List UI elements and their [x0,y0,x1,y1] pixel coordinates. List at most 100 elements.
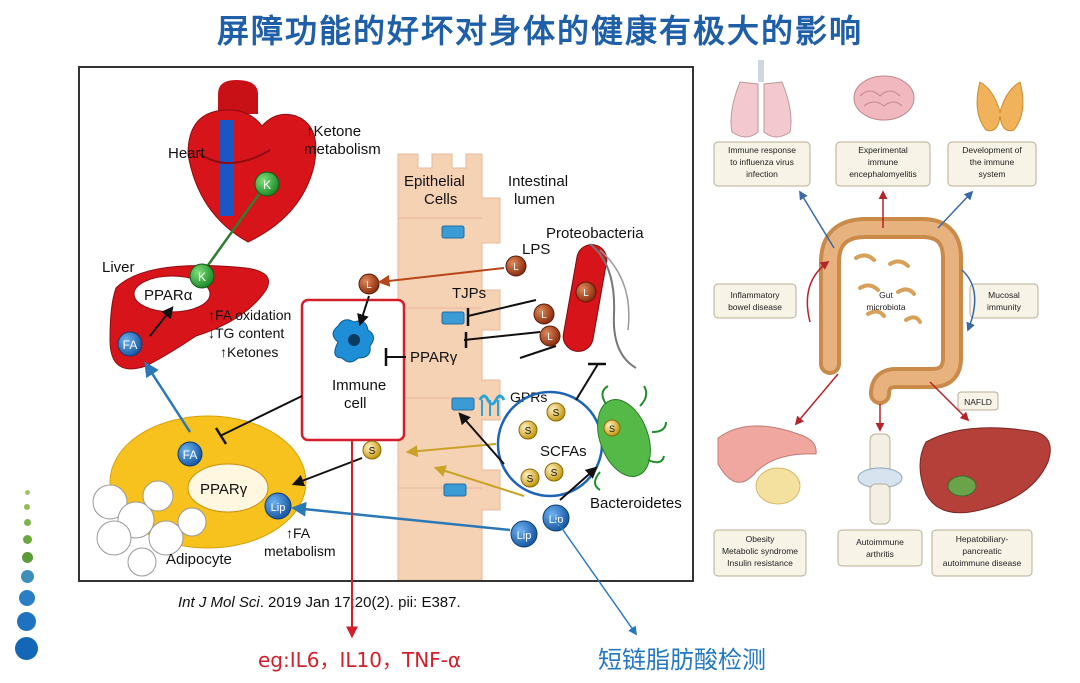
left-diagram-panel: Epithelial Cells Intestinal lumen Heart … [78,66,694,582]
lps-ball-4-label: L [583,288,589,299]
ppar-alpha-liver: PPARα [144,287,193,304]
scfa-ball-1 [546,402,566,422]
lps-inhibit-tjp-line [467,299,537,317]
lps-ball-top-label: L [366,280,372,291]
lumen-label-1: Intestinal [508,173,568,190]
scfa-to-adipocyte-arrow [291,457,363,487]
decor-dot-8 [17,612,36,631]
decor-dot-6 [21,570,34,583]
fa-ball-adipocyte-label: FA [183,448,198,462]
tight-junction-3 [451,397,475,411]
arrow-to-influenza [799,190,835,249]
lps-inhibit-ppar-line-2 [519,345,557,359]
liver-small-illustration [919,427,1051,514]
arthritis-box [837,529,923,567]
scfa-ball-4-label: S [551,468,558,479]
influenza-line-2: to influenza virus [730,157,794,167]
immune-cell-icon [332,319,374,363]
encephalo-line-2: immune [868,157,899,167]
nafld-box [957,391,999,411]
joint-illustration [857,433,903,525]
gut-microbiota-organ-diagram: Immune response to influenza virus infec… [713,60,1051,577]
liver-illustration [109,265,269,370]
ppar-gamma-epithelium: PPARγ [410,349,458,366]
lip-to-adipocyte-arrow [291,501,511,532]
colon-illustration [819,217,963,405]
liver-effect-2: ↓TG content [208,325,284,341]
gut-immune-diagram: Epithelial Cells Intestinal lumen Heart … [92,80,682,580]
arthritis-line-1: Autoimmune [856,537,904,547]
immune-dev-line-1: Development of [962,145,1022,155]
epithelial-label-1: Epithelial [404,173,465,190]
arrow-to-immune-dev [937,190,974,229]
cytokine-caption: eg:IL6，IL10，TNF-α [258,648,462,672]
immune-inhibit-adipocyte-bar [214,427,228,445]
tight-junction-1 [441,225,465,239]
mucosal-loop-arrow [961,269,976,332]
gut-line-2: microbiota [866,302,905,312]
bacteroidetes-to-scfa-arrow [559,466,598,501]
adipocyte-to-liver-arrow [144,361,192,433]
hepato-line-1: Hepatobiliary- [956,534,1009,544]
arrow-to-liver [929,381,970,422]
tight-junction-2 [441,311,465,325]
influenza-line-3: infection [746,169,778,179]
lps-ball-1 [505,255,527,277]
scfa-ball-bacteria-label: S [609,424,615,434]
decor-dot-1 [25,490,30,495]
epithelial-label-2: Cells [424,191,457,208]
immune-inhibit-adipocyte [219,395,303,437]
scfa-ball-1-label: S [553,408,560,419]
gpr-receptor [478,394,506,416]
influenza-line-1: Immune response [728,145,796,155]
immune-label-2: cell [344,395,367,412]
proteobacteria-illustration [562,243,637,369]
ketone-label-1: ↑Ketone [306,123,361,140]
immune-development-box [947,141,1037,187]
immune-dev-line-3: system [979,169,1006,179]
ketone-ball-heart-label: K [263,178,271,192]
fa-ball-liver-label: FA [123,338,138,352]
immune-label-1: Immune [332,377,386,394]
fa-ball-adipocyte [177,441,203,467]
lps-label: LPS [522,241,550,258]
liver-effect-1: ↑FA oxidation [208,307,291,323]
ibd-loop-arrow [806,260,830,323]
arthritis-line-2: arthritis [866,549,894,559]
bacteroidetes-illustration [594,385,667,491]
lip-ball-adipocyte-label: Lip [271,502,286,514]
scfa-ball-3-label: S [527,474,534,485]
heart-label: Heart [168,145,206,162]
tight-junction-4 [443,483,467,497]
gut-line-1: Gut [879,290,893,300]
liver-label: Liver [102,259,135,276]
heart-illustration [187,80,317,243]
hepato-line-3: autoimmune disease [943,558,1022,568]
fa-ball-liver [117,331,143,357]
lps-ball-2-label: L [541,310,547,321]
lps-ball-3-label: L [547,332,553,343]
obesity-line-3: Insulin resistance [727,558,793,568]
tjps-label: TJPs [452,285,486,302]
fa-metabolism-label-2: metabolism [264,543,336,559]
decor-dot-5 [22,552,33,563]
hepatobiliary-box [931,529,1033,577]
decor-dot-4 [23,535,32,544]
encephalo-box [835,141,931,187]
scfa-ball-bacteria [603,419,621,437]
lungs-illustration [730,60,792,138]
liver-effect-3: ↑Ketones [220,344,278,360]
ibd-box [713,283,797,319]
lip-ball-1-label: Lip [549,514,564,526]
scfa-ball-3 [520,468,540,488]
citation-journal: Int J Mol Sci [178,594,260,611]
lps-ball-4 [575,281,597,303]
lumen-label-2: lumen [514,191,555,208]
bacteroidetes-label: Bacteroidetes [590,495,682,512]
fa-to-ppara-arrow [149,306,174,337]
encephalo-line-1: Experimental [858,145,908,155]
scfa-detection-caption: 短链脂肪酸检测 [598,646,766,674]
epithelium-column [397,153,506,580]
lip-ball-2 [510,520,538,548]
